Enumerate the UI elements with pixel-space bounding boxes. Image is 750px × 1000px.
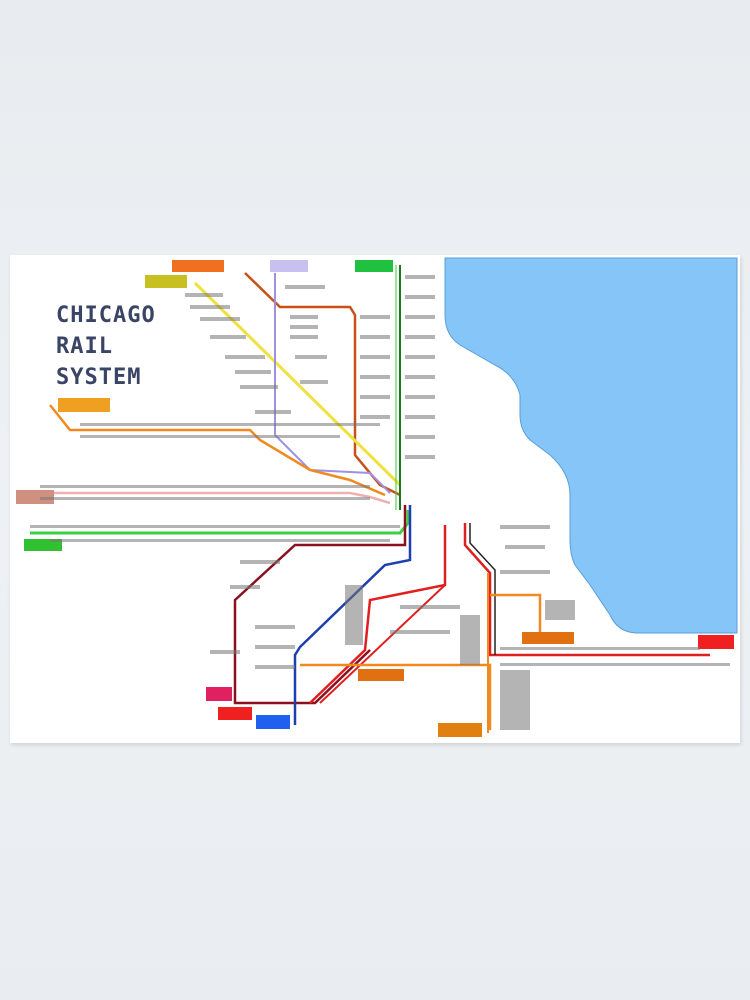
terminal-red-east <box>698 635 734 649</box>
line-orange-southeast <box>490 593 542 633</box>
line-green-west <box>30 510 410 535</box>
poster: CHICAGO RAIL SYSTEM <box>10 255 740 743</box>
line-dark-red-southwest <box>233 505 407 705</box>
terminal-orange-south <box>358 669 404 681</box>
terminal-orange-lower <box>438 723 482 737</box>
line-orange-west <box>49 404 386 497</box>
terminal-purple <box>270 260 308 272</box>
lake-michigan <box>444 257 738 634</box>
terminal-magenta <box>206 687 232 701</box>
terminal-yellow <box>145 275 187 288</box>
terminal-green-north <box>355 260 393 272</box>
terminal-red <box>218 707 252 720</box>
line-metra-electric <box>463 523 710 657</box>
line-red-south <box>309 525 447 704</box>
terminal-blue <box>256 715 290 729</box>
line-yellow <box>193 281 402 487</box>
terminal-pink-west <box>16 490 54 504</box>
rail-map <box>16 257 738 737</box>
terminal-orange-west <box>58 398 110 412</box>
line-metra-black <box>469 523 496 655</box>
line-red-diagonal <box>319 584 446 704</box>
line-pink-west <box>20 491 391 505</box>
station-labels <box>30 275 730 730</box>
line-orange-northwest <box>244 272 401 497</box>
poster-title: CHICAGO RAIL SYSTEM <box>56 303 156 390</box>
terminal-orange-southeast <box>522 632 574 644</box>
terminal-orange-nw <box>172 260 224 272</box>
line-orange-south <box>300 663 492 730</box>
